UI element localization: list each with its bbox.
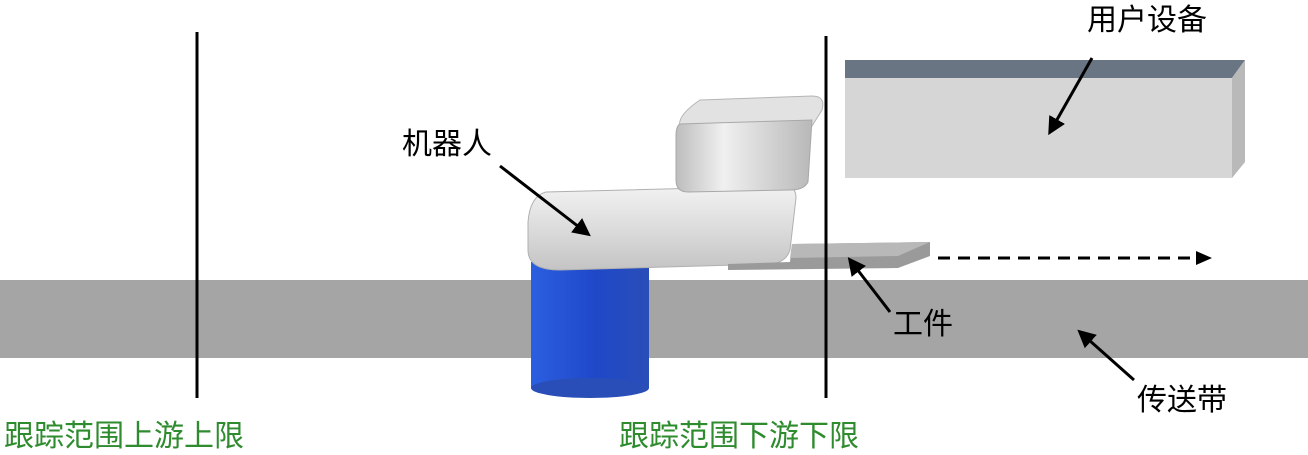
label-user-device: 用户设备	[1087, 3, 1207, 38]
pointer-arrow-workpiece	[847, 257, 892, 313]
pointer-arrow-conveyor	[1077, 329, 1135, 382]
robot-arm	[527, 95, 824, 271]
label-downstream-limit: 跟踪范围下游下限	[619, 419, 859, 454]
label-robot: 机器人	[402, 127, 492, 162]
label-upstream-limit: 跟踪范围上游上限	[4, 419, 244, 454]
label-workpiece: 工件	[893, 307, 953, 342]
label-conveyor: 传送带	[1137, 383, 1227, 418]
robot-base	[531, 262, 649, 398]
pointer-arrow-user-device	[1048, 57, 1094, 136]
user-device	[845, 60, 1245, 178]
pointer-arrow-robot	[499, 164, 591, 237]
motion-arrow-icon	[938, 251, 1212, 265]
